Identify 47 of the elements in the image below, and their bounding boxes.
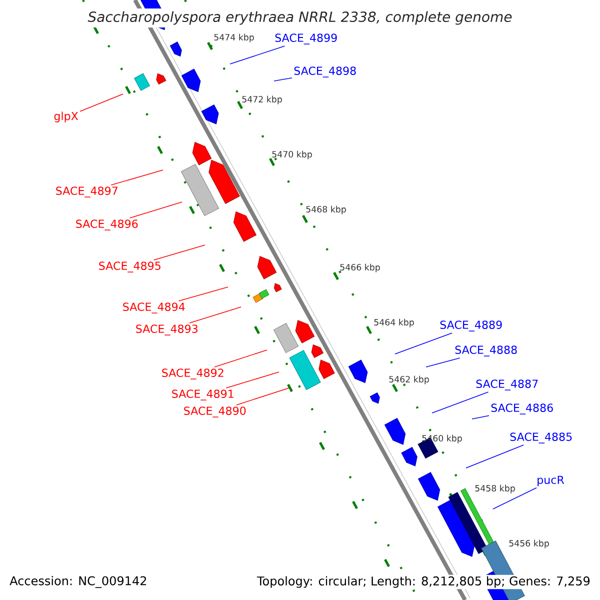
- leader-line: [226, 372, 280, 388]
- leader-line: [466, 444, 524, 468]
- gene-label: SACE_4896: [76, 220, 138, 230]
- tick-label: 5458 kbp: [475, 484, 515, 494]
- tick-label: 5462 kbp: [389, 376, 429, 384]
- gene-label: SACE_4897: [56, 186, 118, 198]
- leader-line: [432, 392, 489, 414]
- leader-line: [129, 202, 182, 218]
- tick-label: 5460 kbp: [422, 434, 462, 444]
- gene-label: SACE_4899: [275, 34, 337, 44]
- leader-line: [80, 94, 124, 112]
- gene-label: SACE_4888: [455, 346, 517, 356]
- leader-line: [178, 286, 228, 302]
- leader-line: [394, 332, 452, 354]
- tick-label: 5468 kbp: [306, 206, 346, 214]
- gene-label: SACE_4895: [99, 262, 160, 272]
- gene-label: SACE_4889: [440, 320, 502, 332]
- gene-label: SACE_4886: [491, 404, 553, 414]
- tick-label: 5474 kbp: [214, 34, 254, 42]
- leader-line: [214, 350, 268, 368]
- gene-label: SACE_4885: [510, 432, 572, 444]
- gene-label: SACE_4894: [123, 302, 185, 314]
- tick-label: 5464 kbp: [374, 318, 414, 328]
- gene-label: SACE_4898: [294, 66, 356, 78]
- tick-label: 5470 kbp: [272, 150, 312, 160]
- leader-line: [426, 358, 460, 368]
- leader-line: [472, 415, 490, 420]
- tick-label: 5466 kbp: [340, 264, 380, 272]
- leader-line: [110, 170, 164, 186]
- leader-line: [189, 306, 242, 324]
- leader-line: [153, 244, 206, 260]
- leader-line: [492, 487, 537, 510]
- gene-label: SACE_4893: [136, 324, 198, 336]
- footer-text: Accession: NC_009142: [10, 576, 146, 588]
- tick-label: 5472 kbp: [242, 96, 282, 104]
- footer-text: Topology: circular; Length: 8,212,805 bp; Genes: 7,259: [256, 574, 592, 590]
- gene-label: SACE_4892: [162, 368, 224, 380]
- gene-label: SACE_4887: [476, 380, 538, 390]
- gene-label: SACE_4890: [184, 406, 246, 418]
- title: Saccharopolyspora erythraea NRRL 2338, complete genome: [85, 8, 515, 28]
- tick-label: 5456 kbp: [509, 540, 549, 548]
- leader-line: [236, 388, 290, 406]
- leader-line: [274, 77, 292, 82]
- gene-label: pucR: [538, 476, 564, 486]
- gene-label: glpX: [54, 112, 78, 122]
- gene-label: SACE_4891: [172, 390, 234, 400]
- leader-line: [230, 46, 286, 64]
